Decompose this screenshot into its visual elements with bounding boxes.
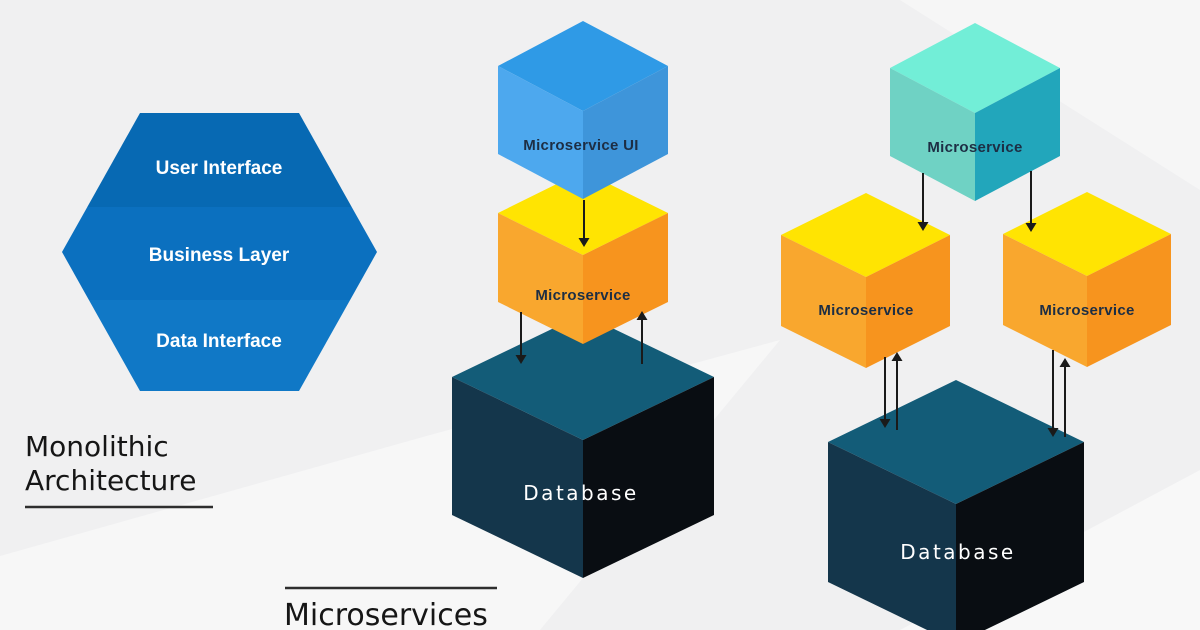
microservice-right-b-left-face — [1003, 234, 1087, 367]
database-right-label: Database — [900, 540, 1015, 564]
microservice-right-a-top-face — [781, 193, 950, 277]
arrow-b-to-db-head — [1047, 428, 1059, 437]
hexagon-label-business-layer: Business Layer — [149, 245, 290, 266]
microservice-right-b-right-face — [1087, 234, 1171, 367]
microservice-ui-cube: Microservice UI — [498, 21, 668, 199]
microservice-middle-right-face — [583, 213, 668, 344]
arrows-right-group — [879, 171, 1071, 437]
monolith-hexagon: User Interface Business Layer Data Inter… — [62, 113, 377, 391]
microservice-cube-right-a: Microservice — [781, 193, 950, 368]
microservice-middle-label: Microservice — [535, 287, 630, 304]
database-middle-left-face — [452, 377, 583, 578]
database-right-left-face — [828, 442, 956, 630]
microservice-cube-right-b: Microservice — [1003, 192, 1171, 367]
database-right-right-face — [956, 442, 1084, 630]
microservice-ui-label: Microservice UI — [523, 137, 638, 154]
microservice-right-a-label: Microservice — [818, 302, 913, 319]
database-middle-label: Database — [523, 481, 638, 505]
arrow-db-to-service-head — [636, 311, 648, 320]
arrow-db-to-a-head — [891, 352, 903, 361]
hexagon-layer-business-layer — [62, 207, 377, 300]
microservice-right-b-label: Microservice — [1039, 302, 1134, 319]
arrows-middle-stack — [515, 200, 648, 364]
hexagon-label-user-interface: User Interface — [156, 158, 283, 179]
monolith-heading-line2: Architecture — [25, 464, 196, 497]
arrow-teal-to-b-head — [1025, 223, 1037, 232]
microservice-right-a-left-face — [781, 235, 866, 368]
database-middle-right-face — [583, 377, 714, 578]
hexagon-layer-data-interface — [88, 300, 351, 391]
database-cube-right: Database — [828, 380, 1084, 630]
arrow-db-to-b-head — [1059, 358, 1071, 367]
hexagon-layer-user-interface — [87, 113, 352, 207]
arrow-teal-to-a-head — [917, 222, 929, 231]
microservices-heading-text: Microservices — [284, 598, 488, 630]
microservices-heading: Microservices — [284, 586, 497, 630]
microservice-ui-left-face — [498, 66, 583, 199]
microservice-cube-top-right: Microservice — [890, 23, 1060, 201]
database-cube-middle: Database — [452, 314, 714, 578]
monolith-heading-line1: Monolithic — [25, 430, 169, 463]
arrow-service-to-db-head — [515, 355, 527, 364]
microservice-top-right-label: Microservice — [927, 139, 1022, 156]
hexagon-label-data-interface: Data Interface — [156, 331, 282, 352]
microservice-top-right-right-face — [975, 68, 1060, 201]
microservice-top-right-left-face — [890, 68, 975, 201]
arrow-ui-to-service-head — [578, 238, 590, 247]
arrow-a-to-db-head — [879, 419, 891, 428]
microservice-right-a-right-face — [866, 235, 950, 368]
microservice-ui-right-face — [583, 66, 668, 199]
microservice-middle-left-face — [498, 213, 583, 344]
monolith-heading: Monolithic Architecture — [25, 430, 213, 509]
